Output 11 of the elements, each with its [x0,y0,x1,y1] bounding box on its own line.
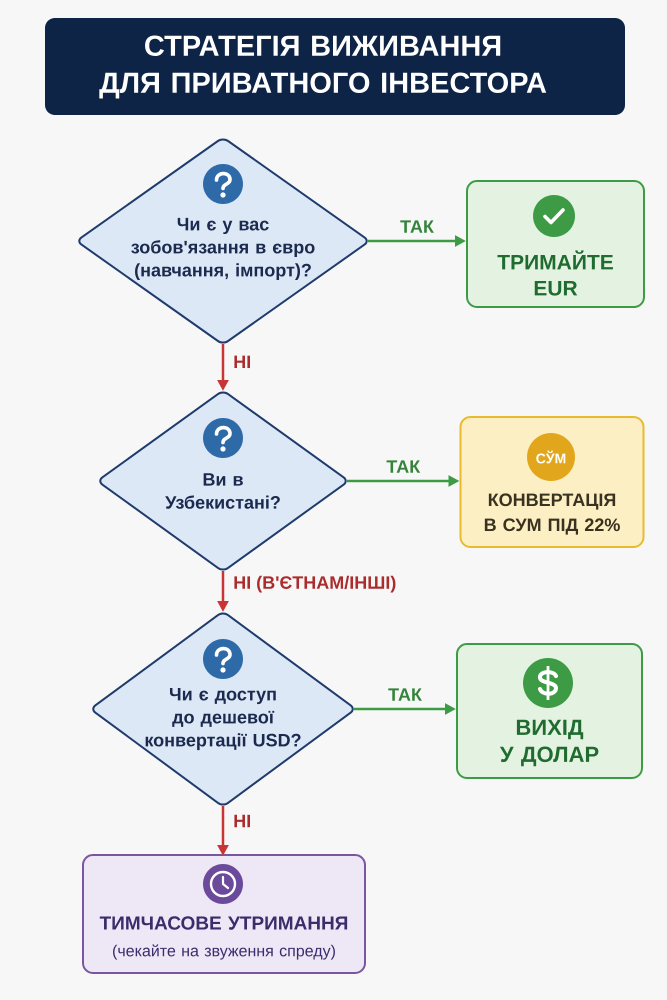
edge-label: ТАК [385,459,422,474]
result-box: ТРИМАЙТЕ EUR [466,180,645,308]
result-box: ВИХІД У ДОЛАР [456,643,643,779]
result-box: ТИМЧАСОВЕ УТРИМАННЯ (чекайте на звуження спреду) [82,854,366,974]
edge-label: НІ [232,354,252,370]
edge-label: ТАК [387,687,423,702]
edge-label: ТАК [399,219,435,234]
edge-label: НІ [232,814,252,828]
edge-label: НІ (В'ЄТНАМ/ІНШІ) [232,574,398,594]
coin-badge: СЎМ [527,433,575,481]
title-banner: СТРАТЕГІЯ ВИЖИВАННЯ ДЛЯ ПРИВАТНОГО ІНВЕСТОРА [45,18,625,115]
